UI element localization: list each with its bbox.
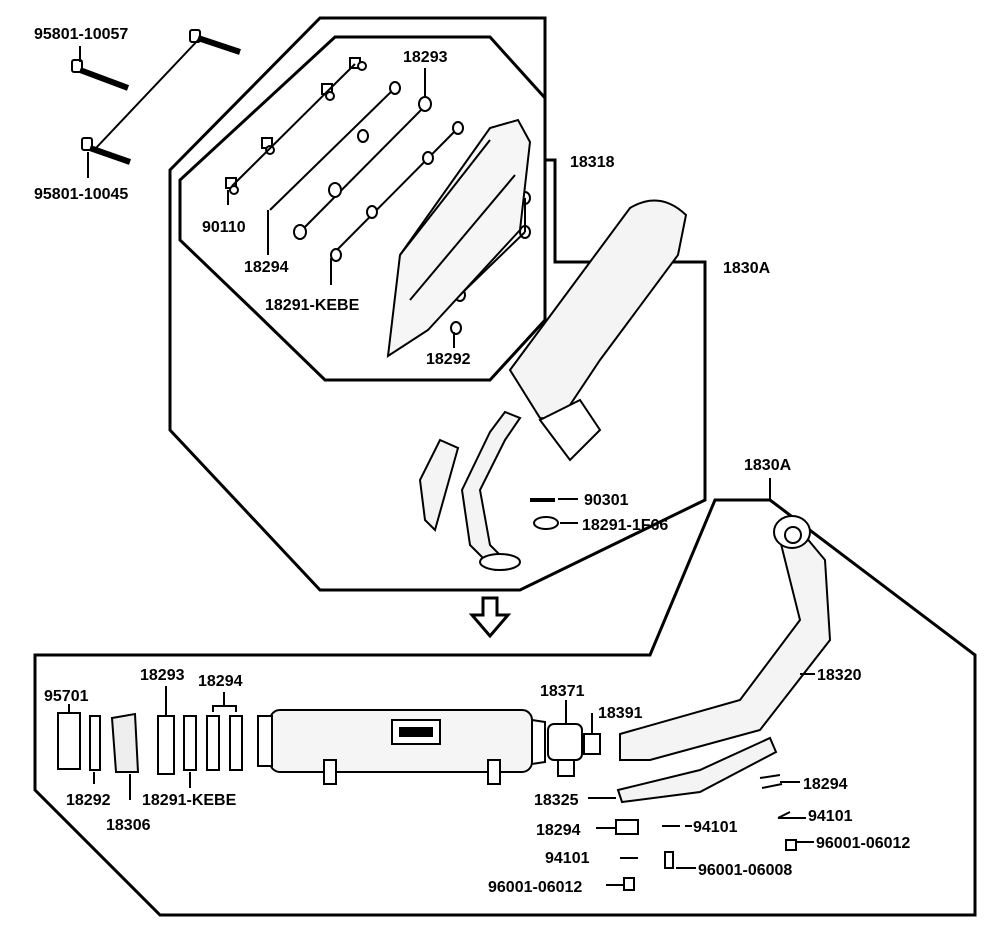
part-number: 95701 [44, 688, 89, 705]
bracket-icon [615, 819, 639, 835]
bolt-icon [71, 59, 130, 91]
packing-icon [110, 712, 140, 773]
inner-kit-frame [178, 35, 547, 382]
part-number: 94101 [545, 850, 590, 867]
part-number: 18293 [140, 667, 185, 684]
part-number: 18306 [106, 817, 151, 834]
part-number: 95801-10057 [34, 26, 128, 43]
muffler-assembly [418, 199, 688, 572]
part-number: 18294 [198, 673, 243, 690]
part-number: 18291-KEBE [265, 297, 360, 314]
bolt-icon [81, 137, 131, 165]
part-number: 18292 [66, 792, 111, 809]
washer-icon [418, 96, 432, 112]
part-number: 1830A [723, 260, 771, 277]
frames [33, 16, 977, 917]
heat-shield [386, 118, 532, 359]
kit-parts [225, 57, 532, 359]
washer-icon [450, 321, 462, 335]
plate-icon [206, 715, 220, 771]
muffler-body [508, 199, 688, 422]
part-number: 90110 [202, 219, 246, 236]
gasket-strip-icon [89, 715, 101, 771]
part-number: 95801-10045 [34, 186, 128, 203]
plate-icon [183, 715, 197, 771]
plate-icon [157, 715, 175, 775]
washer-icon [328, 182, 342, 198]
part-number: 18391 [598, 705, 643, 722]
part-number: 90301 [584, 492, 629, 509]
part-number: 94101 [808, 808, 853, 825]
part-number: 18291-KEBE [142, 792, 237, 809]
part-number: 18371 [540, 683, 585, 700]
washer-icon [389, 81, 401, 95]
pipe-flange [479, 553, 521, 571]
part-number: 18325 [534, 792, 579, 809]
stud-icon [225, 177, 239, 195]
clamp-icon [547, 723, 583, 761]
screw-icon [664, 851, 674, 869]
lower-parts [57, 515, 832, 891]
washer-icon [357, 129, 369, 143]
part-number: 94101 [693, 819, 738, 836]
stud-icon [261, 137, 275, 155]
part-number: 1830A [744, 457, 792, 474]
part-number: 18318 [570, 154, 615, 171]
stud-icon [349, 57, 367, 71]
part-number: 18294 [536, 822, 581, 839]
bracket-icon [759, 774, 783, 789]
header-pipe [619, 528, 832, 761]
part-number: 18294 [803, 776, 848, 793]
part-number: 18293 [403, 49, 448, 66]
part-number: 18292 [426, 351, 471, 368]
part-number: 96001-06012 [816, 835, 910, 852]
plate-icon [229, 715, 243, 771]
pipe-guard [418, 438, 460, 532]
part-labels: 95801-10057 95801-10045 18293 18318 9011… [34, 26, 910, 896]
washer-icon [366, 205, 378, 219]
gasket-icon [533, 516, 559, 530]
muffler-insert-icon [57, 712, 81, 770]
down-arrow-icon [468, 596, 512, 639]
part-number: 18294 [244, 259, 289, 276]
washer-icon [422, 151, 434, 165]
muffler-bracket [538, 398, 602, 462]
exhaust-pipe [460, 410, 522, 572]
stud-icon [321, 83, 335, 101]
screw-icon [785, 839, 797, 851]
part-number: 18291-1F66 [582, 517, 668, 534]
small-parts-mid [530, 498, 559, 530]
part-number: 18320 [817, 667, 862, 684]
leader-lines [68, 68, 815, 886]
screw-icon [623, 877, 635, 891]
heat-guard-lower [616, 736, 778, 804]
washer-icon [293, 224, 307, 240]
washer-icon [330, 248, 342, 262]
lower-frame [33, 498, 977, 917]
bolt-group [71, 29, 241, 178]
washer-icon [452, 121, 464, 135]
part-number: 96001-06008 [698, 862, 792, 879]
part-number: 96001-06012 [488, 879, 582, 896]
